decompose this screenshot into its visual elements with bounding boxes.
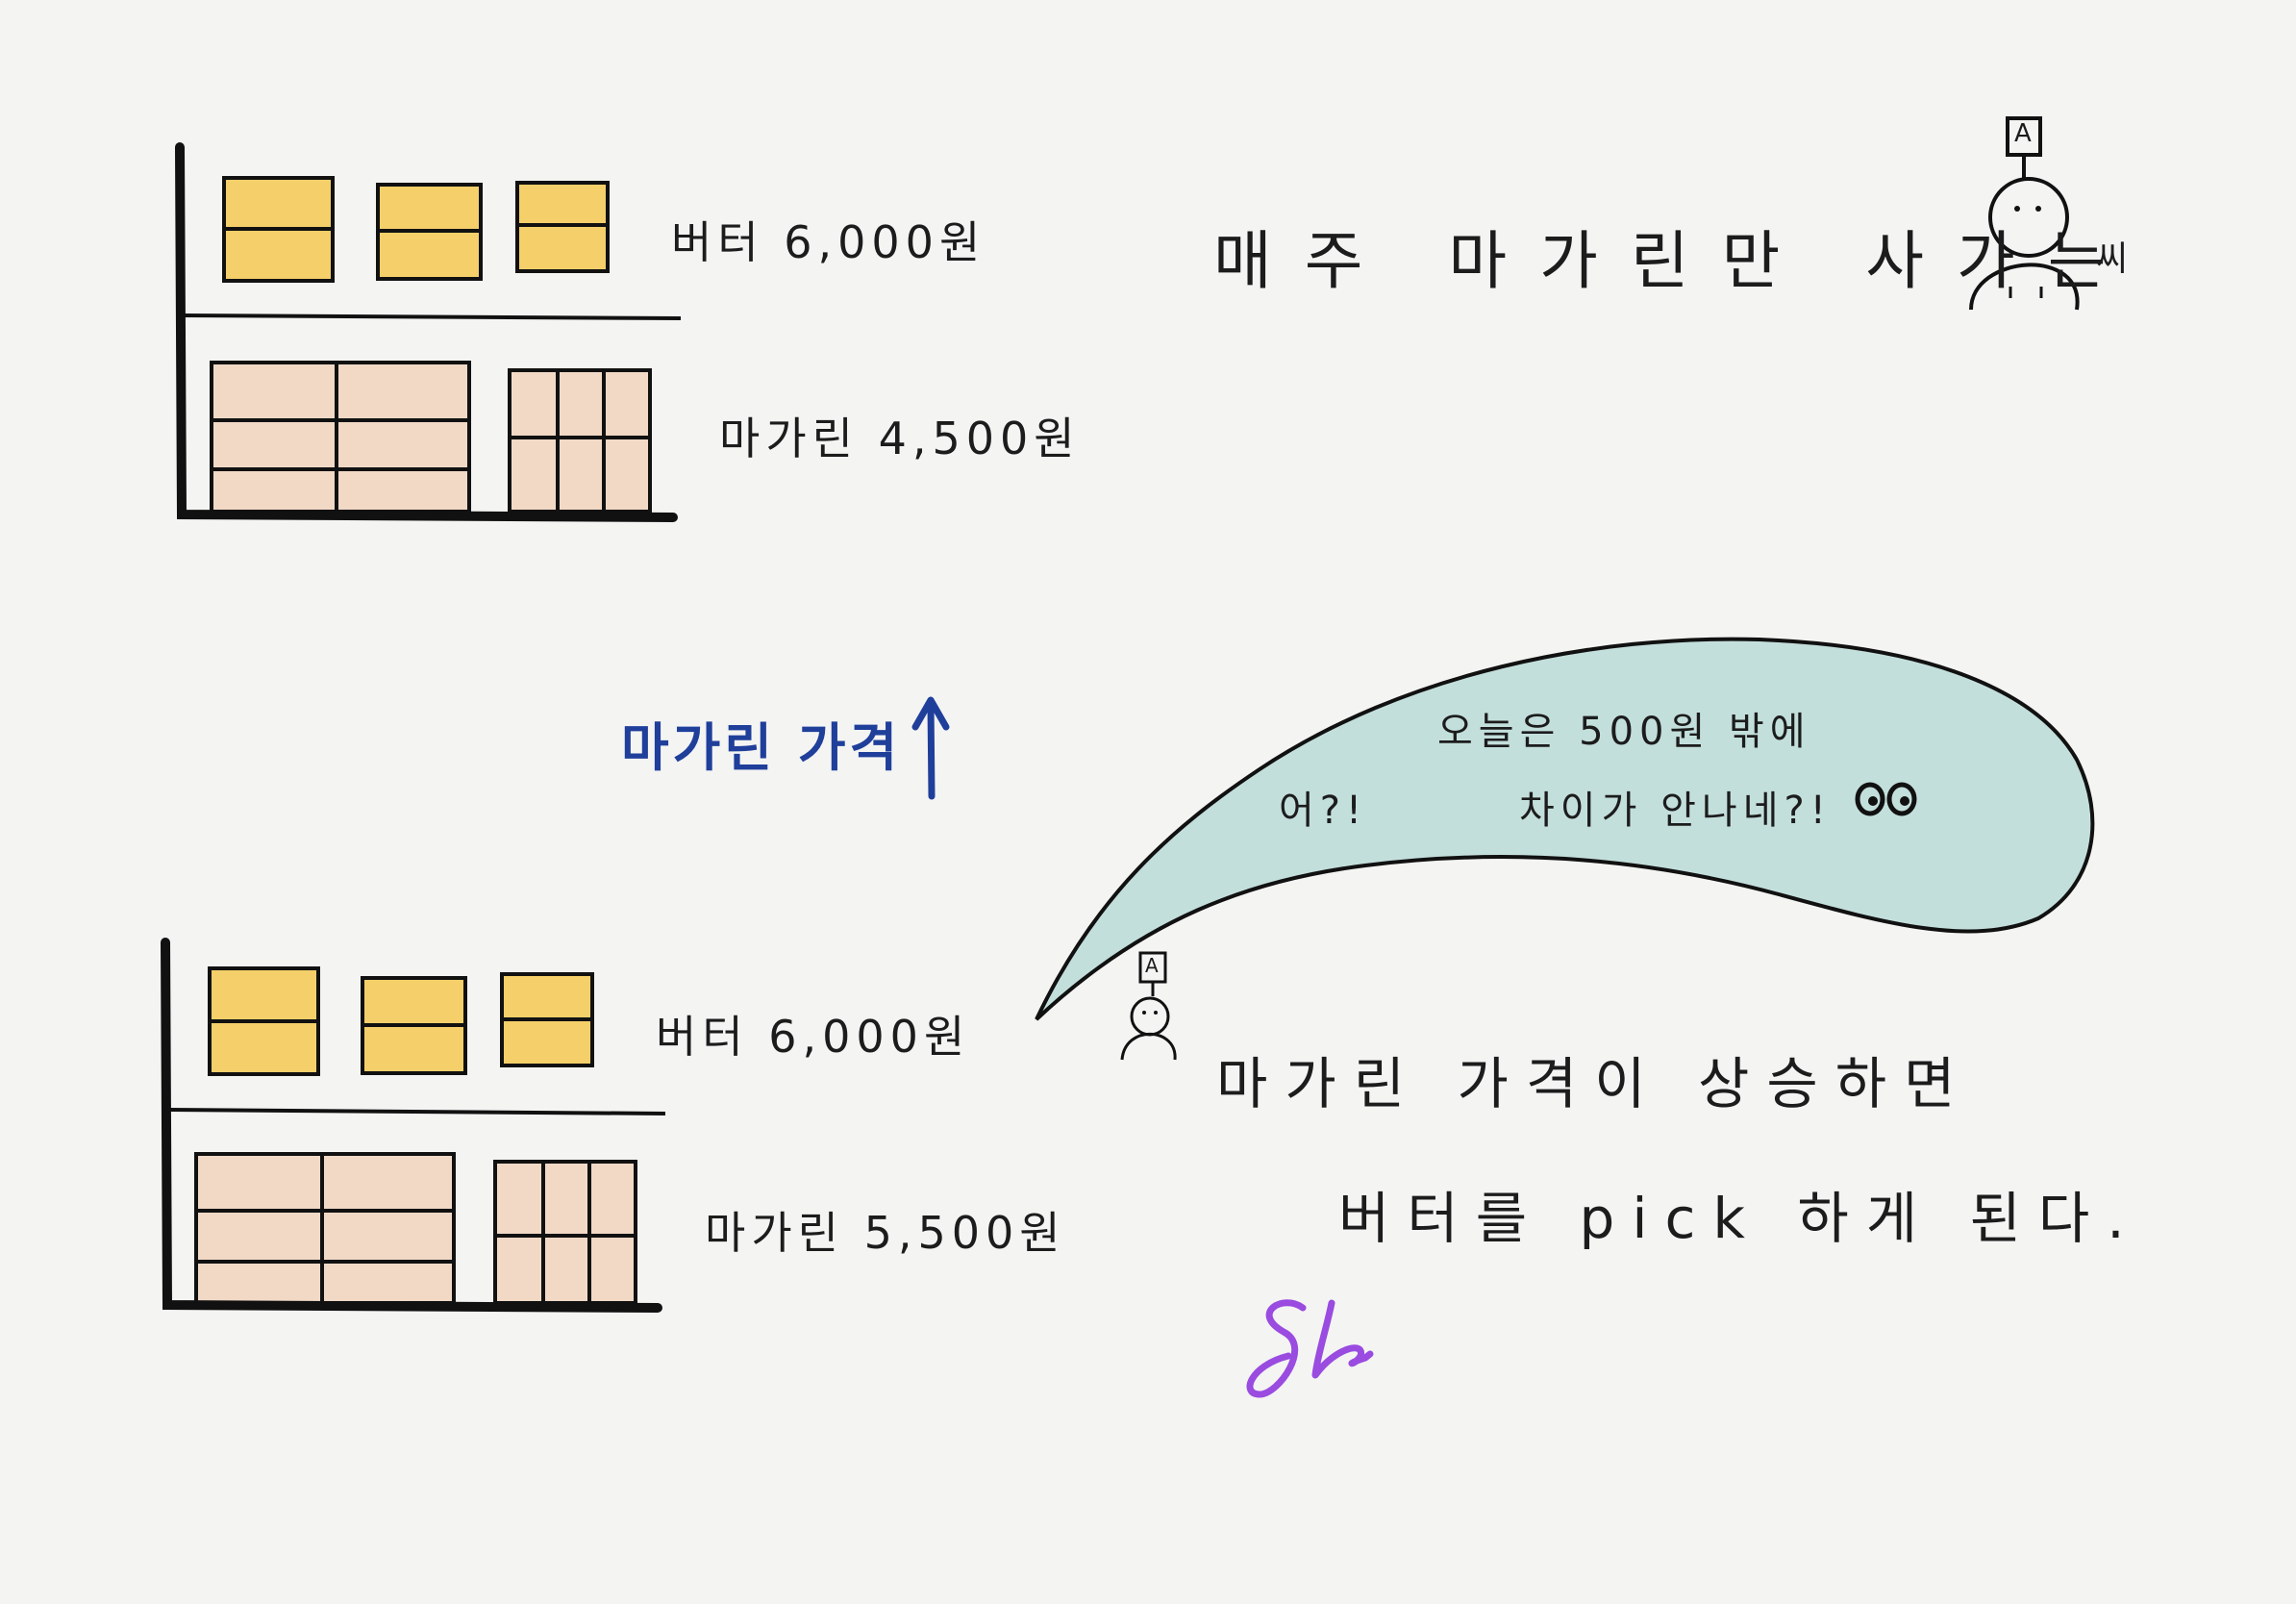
title-suffix: 씨 — [2096, 239, 2134, 279]
signature-icon — [1246, 1299, 1374, 1398]
eyes-icon — [1855, 782, 1917, 816]
shelf-divider — [168, 1108, 666, 1115]
bubble-line-2: 차이가 안나네?! — [1519, 789, 1832, 833]
speech-bubble — [1035, 637, 2095, 1021]
shelf-divider — [182, 313, 682, 320]
margarine-box — [493, 1160, 637, 1305]
margarine-price-bottom: 마가린 5,500원 — [705, 1207, 1066, 1259]
butter-price-top: 버터 6,000원 — [671, 216, 986, 268]
price-note: 마가린 가격 — [621, 717, 902, 778]
shelf-top — [175, 142, 682, 522]
margarine-box — [210, 361, 471, 514]
bubble-line-1: 오늘은 500원 밖에 — [1437, 710, 1811, 754]
butter-price-bottom: 버터 6,000원 — [656, 1011, 971, 1063]
shelf-frame — [161, 938, 662, 1313]
customer-figure-small — [1120, 951, 1177, 1061]
caption-line-1: 마가린 가격이 상승하면 — [1216, 1051, 1973, 1116]
margarine-box — [194, 1152, 456, 1305]
caption-line-2: 버터를 pick 하게 된다. — [1338, 1186, 2142, 1251]
customer-figure — [1969, 116, 2080, 311]
page-title: 매주 마가린만 사가는 — [1213, 224, 2139, 298]
customer-sign: A — [2014, 119, 2032, 148]
margarine-price-top: 마가린 4,500원 — [719, 413, 1081, 464]
shelf-frame — [175, 142, 678, 522]
bubble-exclaim: 어?! — [1279, 789, 1368, 833]
customer-small-sign: A — [1145, 954, 1159, 977]
arrow-up-icon — [911, 696, 950, 800]
shelf-bottom — [161, 938, 666, 1313]
margarine-box — [508, 368, 652, 514]
